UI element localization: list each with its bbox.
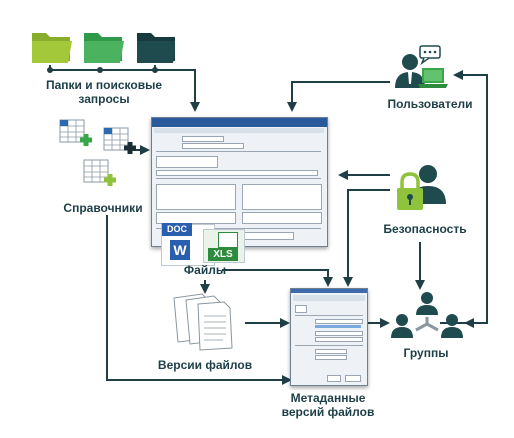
- app-panel-5: [242, 212, 322, 224]
- folder-icon-mid: [84, 33, 124, 63]
- groups-label: Группы: [403, 346, 449, 360]
- app-panel-2: [156, 184, 236, 210]
- app-field-2: [182, 143, 244, 149]
- directories-label: Справочники: [63, 201, 143, 215]
- table-plus-icon-2: [103, 127, 136, 154]
- xls-badge: XLS: [208, 248, 238, 261]
- metadata-field-4: [315, 349, 347, 354]
- app-panel-3: [242, 184, 322, 210]
- app-window-titlebar: [152, 118, 327, 127]
- file-versions-label: Версии файлов: [157, 358, 253, 372]
- app-field-3: [156, 170, 318, 176]
- group-user-icon-top: [416, 292, 438, 315]
- metadata-label-line1: Метаданные: [290, 391, 366, 405]
- group-connector-icon: [415, 317, 439, 332]
- app-divider-2: [156, 178, 321, 179]
- lock-icon: [397, 172, 423, 210]
- arrow-users-to-app: [287, 81, 390, 112]
- app-panel-1: [156, 156, 218, 168]
- files-label: Файлы: [183, 263, 227, 277]
- arrow-directories-to-metadata: [106, 215, 292, 385]
- word-icon: W: [170, 240, 190, 260]
- file-versions-icon: [173, 293, 233, 351]
- metadata-line-1: [295, 315, 363, 316]
- metadata-tabs: [293, 295, 365, 301]
- folder-icon-dark: [137, 33, 175, 63]
- laptop-icon: [418, 68, 448, 88]
- metadata-window-screenshot: [290, 288, 368, 386]
- metadata-field-selected: [315, 325, 361, 328]
- app-divider-1: [156, 151, 321, 152]
- metadata-field-5: [315, 355, 347, 360]
- folder-dot-2: [97, 67, 103, 73]
- metadata-field-1: [315, 319, 363, 324]
- table-plus-icon-1: [59, 119, 92, 146]
- metadata-field-3: [315, 337, 363, 342]
- metadata-label-line2: версий файлов: [281, 405, 375, 419]
- security-icon-group: [397, 165, 446, 210]
- folders-group: [32, 33, 175, 63]
- table-plus-icon-3: [83, 159, 116, 186]
- app-window-screenshot: [151, 117, 328, 247]
- folder-dot-3: [152, 67, 158, 73]
- app-field-4: [242, 232, 294, 240]
- metadata-line-2: [295, 345, 363, 346]
- folder-icon-light: [32, 33, 72, 63]
- user-icon: [395, 54, 425, 88]
- directories-group: [59, 119, 136, 186]
- app-divider-3: [156, 228, 321, 229]
- folders-label-line2: запросы: [78, 92, 130, 106]
- groups-icon-group: [391, 292, 463, 338]
- xls-file-icon: XLS: [203, 229, 245, 263]
- group-user-icon-right: [441, 314, 463, 338]
- doc-badge: DOC: [162, 223, 192, 236]
- chat-bubble-icon: [419, 45, 441, 66]
- arrow-groups-to-users: [440, 70, 488, 324]
- metadata-cancel-button: [345, 375, 361, 382]
- metadata-doc-icon: [295, 305, 307, 313]
- app-field-1: [182, 136, 224, 142]
- metadata-ok-button: [327, 375, 341, 382]
- app-window-tabs: [154, 128, 324, 133]
- metadata-titlebar: [291, 289, 367, 293]
- security-label: Безопасность: [383, 222, 467, 236]
- folders-label-line1: Папки и поисковые: [45, 78, 163, 92]
- arrow-files-to-metadata: [222, 269, 333, 287]
- users-label: Пользователи: [387, 97, 473, 111]
- spreadsheet-icon: [218, 232, 238, 248]
- folder-dot-1: [47, 67, 53, 73]
- metadata-label: Метаданные версий файлов: [272, 391, 384, 419]
- folders-label: Папки и поисковые запросы: [44, 78, 164, 106]
- users-icon-group: [395, 45, 448, 88]
- metadata-field-2: [315, 331, 363, 336]
- app-panel-4: [156, 212, 236, 224]
- arrow-security-to-metadata: [343, 189, 390, 287]
- group-user-icon-left: [391, 314, 413, 338]
